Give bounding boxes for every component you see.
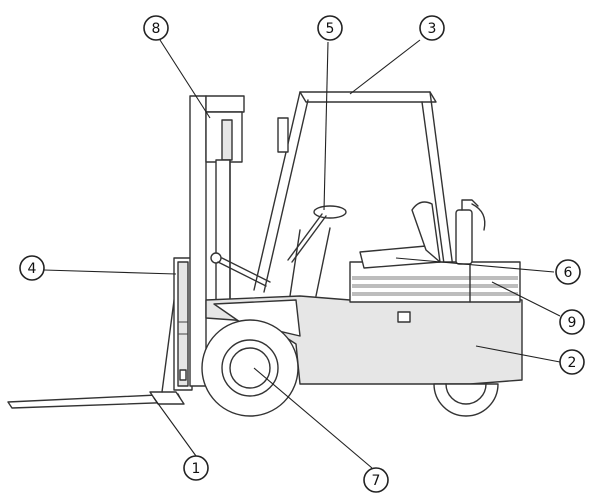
- counterweight: [349, 261, 521, 303]
- callout-4: 4: [19, 255, 45, 281]
- tilt-cylinder: [217, 257, 271, 287]
- callout-2: 2: [559, 349, 585, 375]
- truck-body: [205, 295, 523, 385]
- callout-4-label: 4: [28, 261, 37, 277]
- callout-8: 8: [143, 15, 169, 41]
- callout-6-label: 6: [564, 265, 573, 281]
- callout-5: 5: [317, 15, 343, 41]
- front-wheel: [201, 319, 299, 417]
- callout-9-label: 9: [568, 315, 577, 331]
- leader-5: [323, 41, 329, 211]
- leader-lines: [43, 39, 561, 469]
- leader-2: [475, 345, 561, 363]
- callout-8-label: 8: [152, 21, 161, 37]
- callout-3-label: 3: [428, 21, 437, 37]
- leader-9: [491, 281, 561, 317]
- rear-wheel: [433, 383, 499, 417]
- steering-wheel: [287, 205, 347, 297]
- callout-7: 7: [363, 467, 389, 493]
- callout-1-label: 1: [192, 461, 201, 477]
- leader-6: [395, 257, 555, 273]
- callout-5-label: 5: [326, 21, 335, 37]
- leader-4: [43, 269, 177, 275]
- leader-7: [253, 367, 373, 469]
- leader-3: [349, 39, 421, 95]
- leader-8: [159, 39, 211, 119]
- callout-1: 1: [183, 455, 209, 481]
- callout-2-label: 2: [568, 355, 577, 371]
- callout-6: 6: [555, 259, 581, 285]
- callout-9: 9: [559, 309, 585, 335]
- fork: [7, 269, 185, 409]
- fork-carriage: [173, 257, 193, 391]
- callout-3: 3: [419, 15, 445, 41]
- leader-1: [153, 397, 197, 457]
- fire-extinguisher: [455, 199, 486, 265]
- callout-7-label: 7: [372, 473, 381, 489]
- seat: [359, 201, 441, 269]
